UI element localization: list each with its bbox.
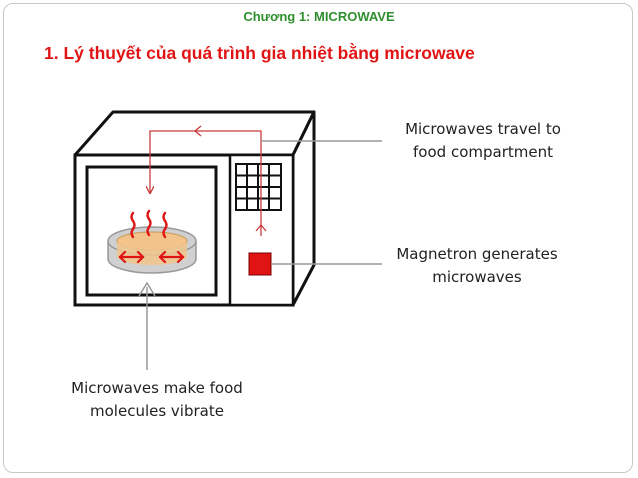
food-dish [107, 226, 197, 274]
vibration-arrows-icon [118, 250, 185, 264]
label-vibrate-line2: molecules vibrate [90, 402, 224, 420]
path-direction-arrow [255, 223, 267, 232]
magnetron-block [248, 252, 272, 276]
slide-heading: 1. Lý thuyết của quá trình gia nhiệt bằn… [44, 43, 475, 63]
label-magnetron-line2: microwaves [432, 268, 522, 286]
label-magnetron-line1: Magnetron generates [396, 245, 558, 263]
pointer-arrowhead [138, 281, 156, 297]
label-travel-line1: Microwaves travel to [405, 120, 561, 138]
heat-wave-icon [130, 209, 168, 239]
path-direction-arrow [193, 125, 202, 137]
label-travel-line2: food compartment [413, 143, 553, 161]
slide-frame [3, 3, 633, 473]
keypad-grid [235, 163, 282, 211]
chapter-title: Chương 1: MICROWAVE [243, 9, 395, 24]
label-vibrate-line1: Microwaves make food [71, 379, 243, 397]
microwave-path [150, 130, 262, 236]
